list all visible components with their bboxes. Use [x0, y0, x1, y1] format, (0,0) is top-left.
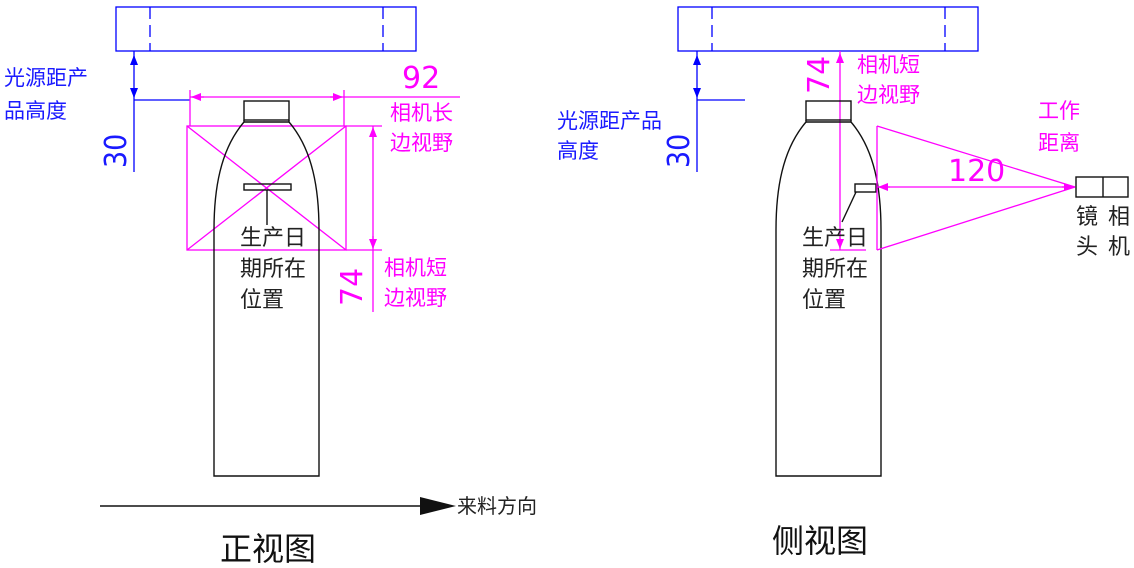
side-short-dimension: [830, 51, 866, 251]
side-bottle: [775, 100, 882, 477]
working-distance-label-1: 工作: [1038, 99, 1080, 123]
side-view-title: 侧视图: [772, 522, 868, 560]
front-short-fov-label-1: 相机短: [384, 256, 447, 280]
side-short-fov-label-1: 相机短: [857, 53, 920, 77]
side-light-distance-label-1: 光源距产品: [557, 109, 662, 133]
camera-label-1: 相: [1108, 205, 1130, 230]
side-dim-74: 74: [802, 56, 837, 94]
working-distance-label-2: 距离: [1038, 131, 1080, 155]
front-view: 30 光源距产 品高度 92 相机长 边视野 74 相机短: [4, 6, 537, 568]
front-date-label-2: 期所在: [240, 257, 306, 282]
side-light-height-dimension: [693, 51, 745, 172]
side-light-source: [677, 6, 979, 52]
side-fov-cone: [876, 125, 1076, 251]
lens-label-1: 镜: [1076, 205, 1098, 230]
side-date-label-3: 位置: [802, 288, 846, 313]
side-dim-30: 30: [662, 134, 697, 168]
feed-direction-label: 来料方向: [457, 494, 537, 518]
front-light-distance-label-1: 光源距产: [4, 66, 88, 90]
side-dim-120: 120: [948, 154, 1005, 189]
front-bottle: [213, 100, 320, 477]
feed-direction-arrow: [100, 497, 456, 515]
front-short-dimension: [346, 125, 382, 312]
side-date-label-2: 期所在: [802, 257, 868, 282]
side-date-label-1: 生产日: [802, 226, 868, 251]
camera-label-2: 机: [1108, 235, 1130, 260]
lens-label-2: 头: [1076, 235, 1098, 260]
front-light-distance-label-2: 品高度: [4, 99, 67, 123]
front-dim-74: 74: [335, 268, 370, 306]
front-date-label-3: 位置: [240, 288, 284, 313]
side-view: 30 光源距产品 高度 74 相机短 边视野 生产日 期所在 位置: [557, 6, 1130, 560]
front-short-fov-label-2: 边视野: [384, 286, 447, 310]
front-date-label-1: 生产日: [240, 226, 306, 251]
front-width-dimension: [189, 90, 460, 126]
camera-lens-assembly: [1075, 176, 1129, 198]
front-long-fov-label-1: 相机长: [390, 101, 453, 125]
front-light-height-dimension: [130, 51, 190, 172]
front-dim-92: 92: [402, 61, 440, 96]
front-light-source: [115, 6, 417, 52]
side-light-distance-label-2: 高度: [557, 139, 599, 163]
front-dim-30: 30: [99, 134, 134, 168]
front-view-title: 正视图: [220, 530, 316, 568]
side-short-fov-label-2: 边视野: [857, 83, 920, 107]
front-long-fov-label-2: 边视野: [390, 131, 453, 155]
